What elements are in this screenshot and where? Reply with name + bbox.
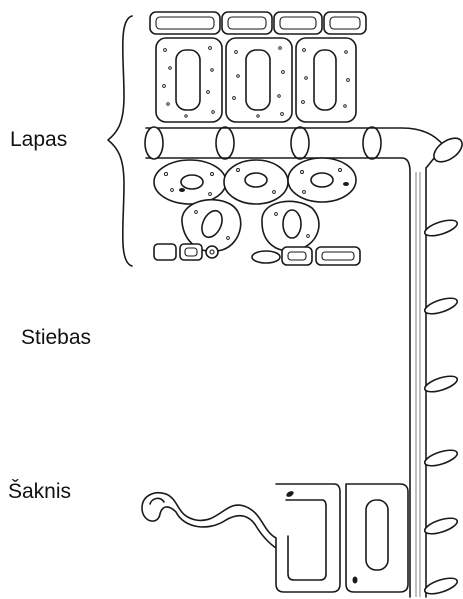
leaf-label: Lapas	[10, 128, 67, 152]
palisade-cells	[156, 38, 356, 122]
leaf-brace	[108, 16, 132, 266]
spongy-cells	[154, 158, 356, 251]
root-label: Šaknis	[8, 480, 71, 504]
lower-epidermis	[154, 244, 360, 265]
root-cells	[142, 484, 408, 592]
upper-epidermis	[150, 12, 366, 34]
vessel-rings	[423, 217, 459, 597]
stem-label: Stiebas	[21, 326, 91, 350]
